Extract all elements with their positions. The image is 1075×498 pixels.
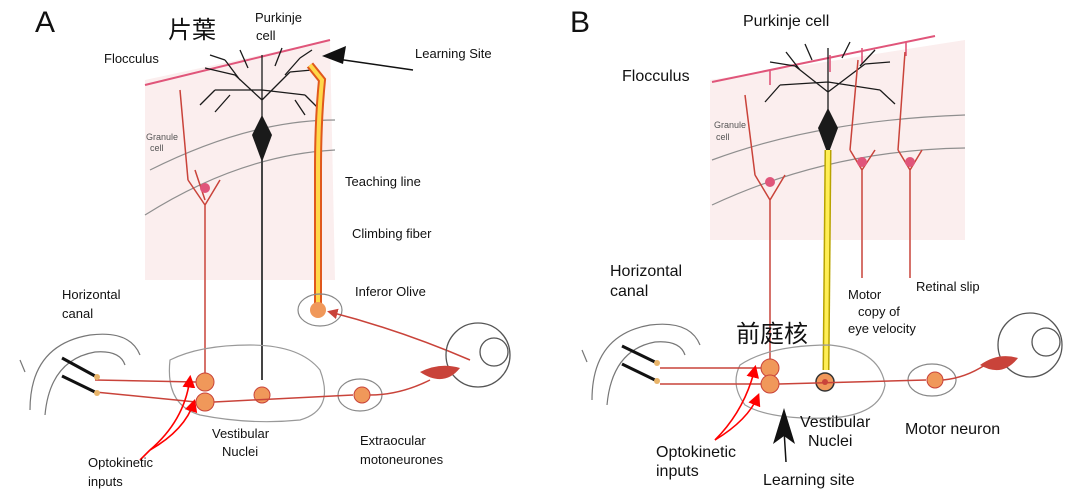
flocculus-kanji-a: 片葉 [168, 16, 216, 44]
horizontal-canal-label-a1: Horizontal [62, 287, 121, 302]
extraocular-motoneuron-a [354, 387, 370, 403]
eye-b [980, 313, 1062, 377]
vestibular-afferent-a [95, 380, 196, 402]
teaching-line-label-a: Teaching line [345, 174, 421, 189]
horizontal-canal-a [20, 334, 140, 415]
vn-to-motoneuron-b [779, 380, 926, 384]
panel-letter-b: B [570, 6, 590, 39]
motor-copy-label-b3: eye velocity [848, 321, 916, 336]
inferior-olive-soma-a [310, 302, 326, 318]
climbing-fiber-label-a: Climbing fiber [352, 226, 432, 241]
granule-cell-soma-a [200, 183, 210, 193]
extraocular-label-a1: Extraocular [360, 433, 426, 448]
horizontal-canal-label-a2: canal [62, 306, 93, 321]
vestibular-hair-cells-b [622, 346, 660, 384]
vestibular-nuclei-label-a2: Nuclei [222, 444, 258, 459]
panel-b: B Purkinje cell Flocculus Granule cell H… [570, 6, 1062, 489]
optokinetic-arrow-b1 [715, 368, 755, 440]
optokinetic-label-a1: Optokinetic [88, 455, 154, 470]
motor-copy-soma-b [857, 157, 867, 167]
granule-label-a2: cell [150, 143, 164, 153]
purkinje-label-a2: cell [256, 28, 276, 43]
learning-site-label-a: Learning Site [415, 46, 492, 61]
vestibular-nucleus-upper-a [196, 373, 214, 391]
granule-label-a1: Granule [146, 132, 178, 142]
horizontal-canal-label-b1: Horizontal [610, 263, 682, 280]
granule-label-b1: Granule [714, 120, 746, 130]
motor-copy-label-b1: Motor [848, 287, 882, 302]
motor-neuron-label-b: Motor neuron [905, 421, 1000, 438]
horizontal-canal-label-b2: canal [610, 283, 648, 300]
vestibular-nucleus-lower-b [761, 375, 779, 393]
flocculus-label-b: Flocculus [622, 68, 690, 85]
flocculus-label-a: Flocculus [104, 51, 159, 66]
vestibular-afferent-b [660, 368, 761, 384]
panel-a: A 片葉 Purkinje cell Flocculus Learning Si… [20, 6, 510, 489]
panel-letter-a: A [35, 6, 55, 39]
granule-label-b2: cell [716, 132, 730, 142]
retina-to-olive-a [330, 312, 470, 360]
optokinetic-label-a2: inputs [88, 474, 123, 489]
vestibular-nuclei-label-b2: Nuclei [808, 433, 852, 450]
vestibular-kanji-b: 前庭核 [736, 320, 808, 348]
vn-to-motoneuron-a [214, 395, 353, 402]
learning-site-label-b: Learning site [763, 472, 855, 489]
granule-cell-soma-b [765, 177, 775, 187]
brainstem-outline-a [169, 345, 324, 422]
horizontal-canal-b [582, 324, 700, 405]
optokinetic-label-b1: Optokinetic [656, 444, 736, 461]
vestibular-nucleus-upper-b [761, 359, 779, 377]
eye-a [420, 323, 510, 387]
optokinetic-label-b2: inputs [656, 463, 699, 480]
purkinje-label-b: Purkinje cell [743, 13, 829, 30]
motor-neuron-b [927, 372, 943, 388]
motor-copy-label-b2: copy of [858, 304, 900, 319]
cerebellum-region-b [710, 40, 965, 240]
vestibular-nuclei-label-a1: Vestibular [212, 426, 270, 441]
inferior-olive-label-a: Inferor Olive [355, 284, 426, 299]
retinal-slip-soma-b [905, 157, 915, 167]
purkinje-axon-b-core [826, 150, 828, 370]
extraocular-label-a2: motoneurones [360, 452, 444, 467]
motoneuron-to-eye-b [943, 365, 985, 380]
cerebellum-region-a [145, 40, 335, 280]
optokinetic-arrow-a1 [150, 378, 190, 450]
vestibular-nucleus-lower-a [196, 393, 214, 411]
vestibular-nuclei-label-b1: Vestibular [800, 414, 871, 431]
retinal-slip-label-b: Retinal slip [916, 279, 980, 294]
purkinje-label-a1: Purkinje [255, 10, 302, 25]
